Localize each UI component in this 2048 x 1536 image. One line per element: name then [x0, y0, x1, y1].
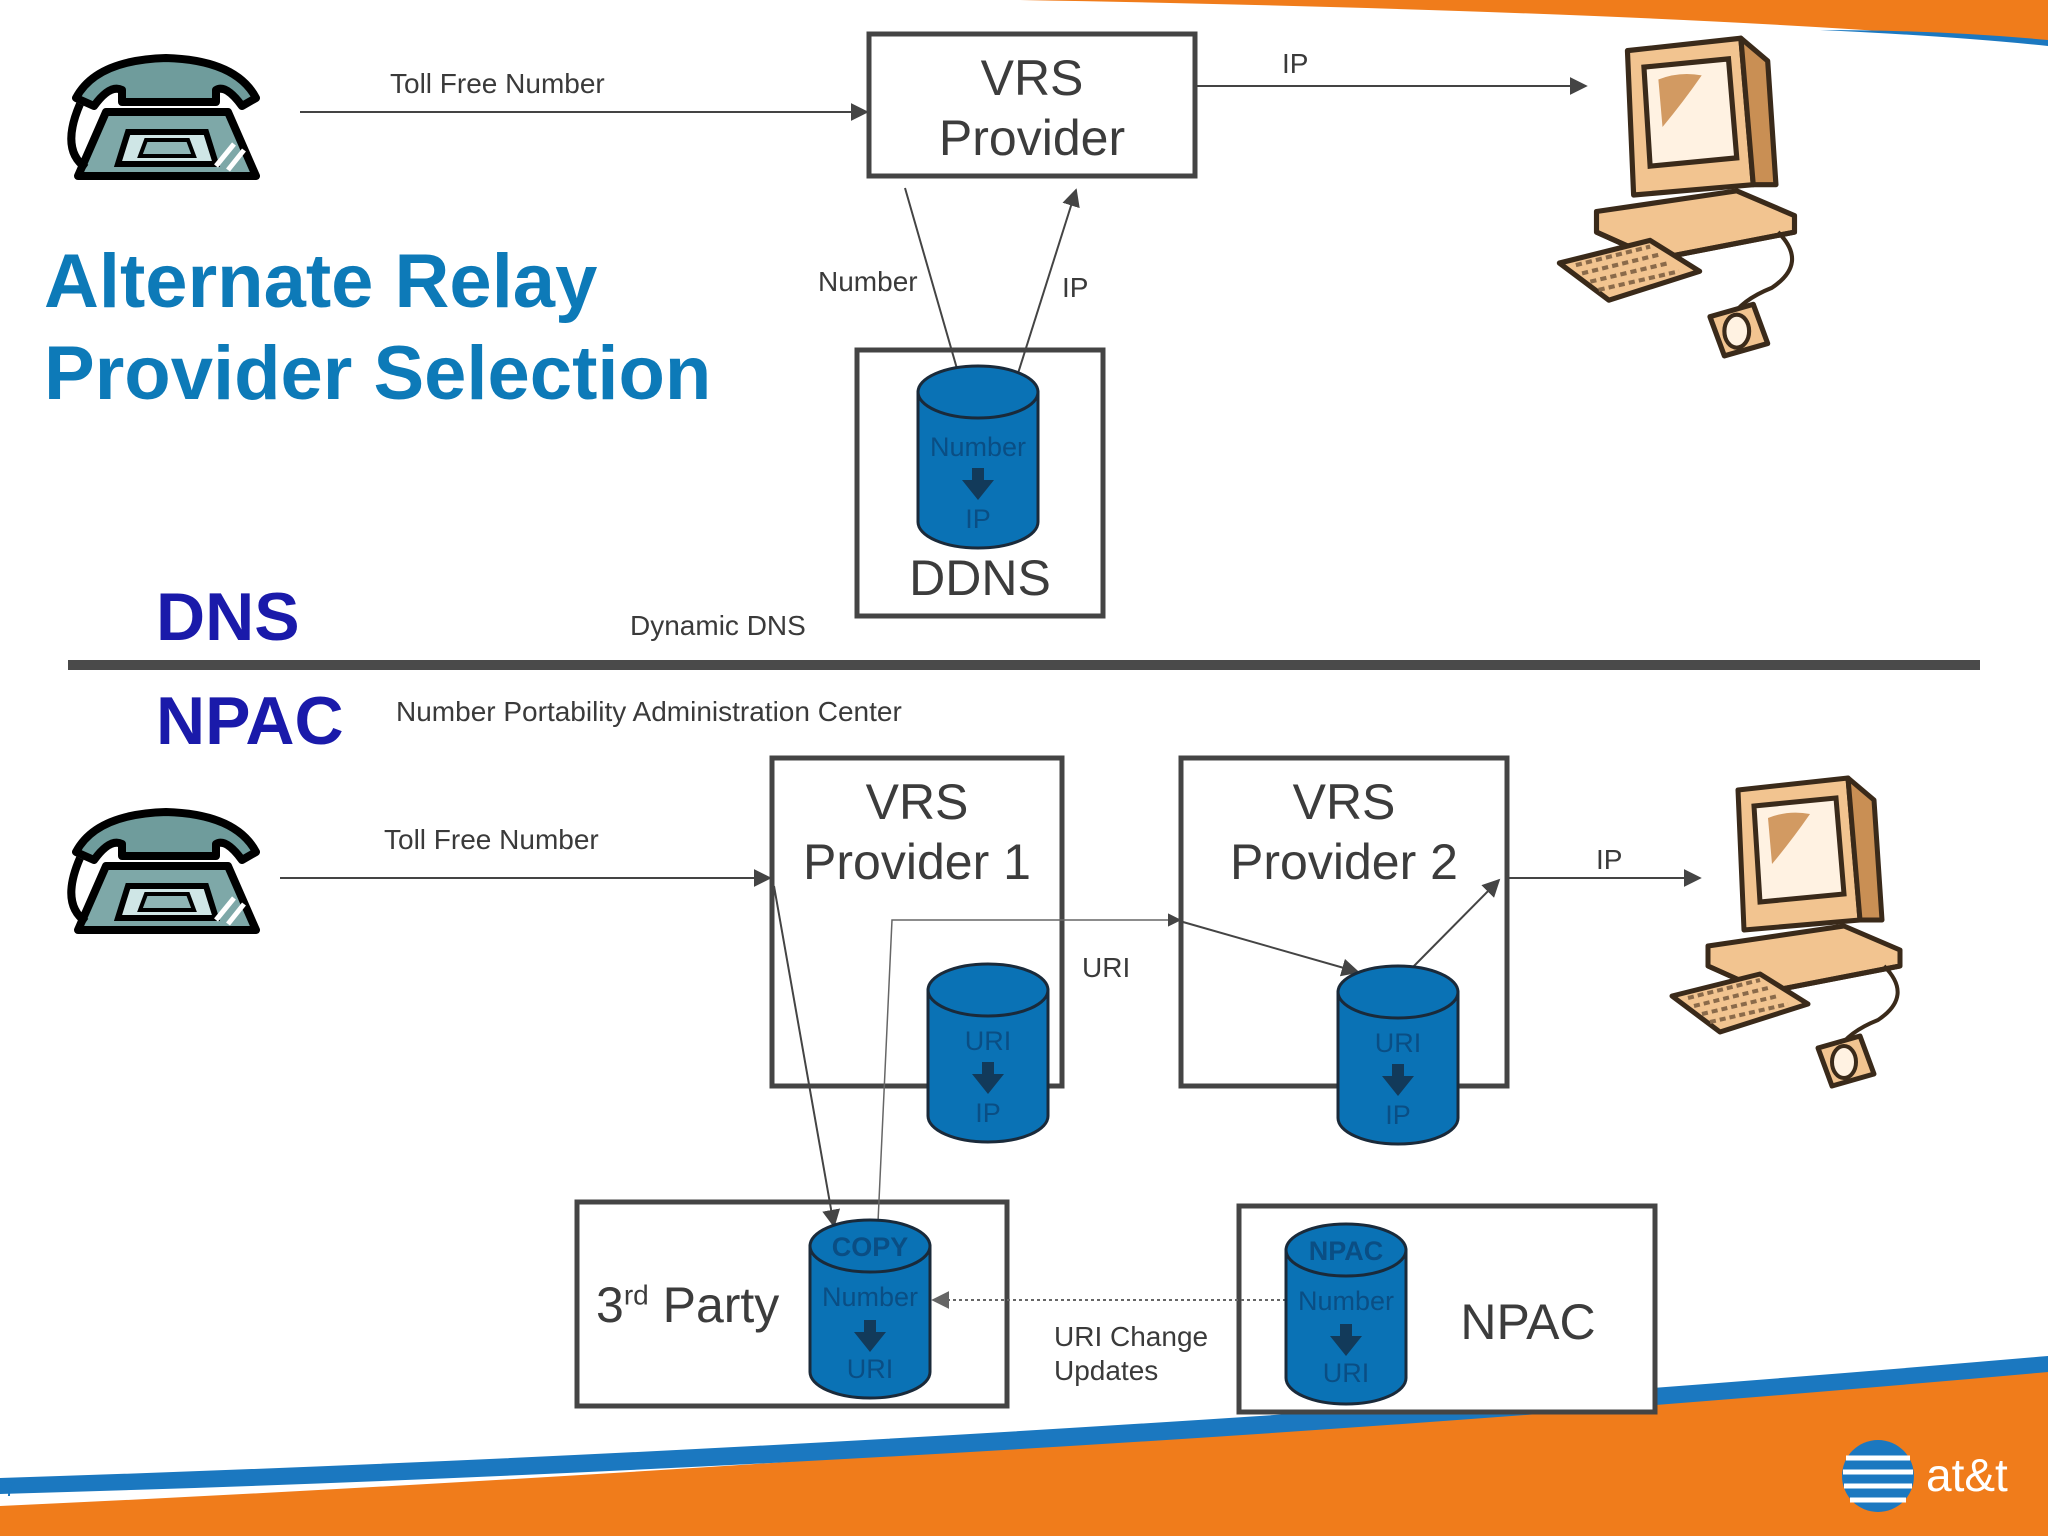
ddns-label: DDNS [909, 550, 1051, 606]
uri-to-db2-arrow [1182, 921, 1360, 977]
npac-database-cylinder [1284, 1222, 1408, 1406]
ddns-database-cylinder [916, 364, 1040, 550]
dynamic-dns-label: Dynamic DNS [630, 610, 806, 641]
page-title: Alternate Relay Provider Selection [44, 236, 711, 420]
title-line-1: Alternate Relay [44, 239, 598, 324]
ip-out-label-2: IP [1596, 844, 1623, 875]
ip-label: IP [1062, 272, 1089, 303]
vrs-provider-1-label: VRS Provider 1 [803, 774, 1031, 890]
bottom-blue-band [0, 1356, 2048, 1494]
npac-db-bottom-text: URI [1322, 1358, 1370, 1388]
top-blue-band [1820, 30, 2048, 46]
number-arrow [904, 187, 971, 402]
ip-return-arrow [1013, 188, 1080, 387]
npac-section-label: NPAC [156, 683, 344, 759]
title-line-2: Provider Selection [44, 331, 712, 416]
number-label: Number [818, 266, 918, 297]
npac-db-top-text: Number [1297, 1286, 1395, 1316]
copy-db-top-text: Number [821, 1282, 919, 1312]
copy-db-bottom-text: URI [846, 1354, 894, 1384]
vrs1-database-cylinder [926, 962, 1050, 1144]
vrs-provider-label: VRS Provider [938, 50, 1126, 166]
toll-free-label-2: Toll Free Number [384, 824, 599, 855]
uri-label: URI [1082, 952, 1131, 983]
db2-to-ip-arrow [1411, 878, 1501, 969]
phone-icon [71, 58, 256, 176]
vrs-provider-2-label: VRS Provider 2 [1230, 774, 1458, 890]
computer-icon [1559, 38, 1794, 356]
dns-section-label: DNS [156, 579, 300, 655]
top-orange-band [1020, 0, 2048, 44]
vrs1-db-top-text: URI [964, 1026, 1012, 1056]
ddns-db-bottom-text: IP [965, 504, 991, 534]
vrs2-database-cylinder [1336, 964, 1460, 1146]
computer-icon [1672, 778, 1900, 1086]
ip-out-label: IP [1282, 48, 1309, 79]
section-divider [68, 660, 1980, 670]
vrs1-db-bottom-text: IP [975, 1098, 1001, 1128]
uri-path-arrow [877, 913, 1182, 1223]
npac-subtitle: Number Portability Administration Center [396, 696, 902, 727]
phone-icon [71, 812, 256, 930]
copy-database-cylinder [808, 1218, 932, 1400]
vrs2-db-bottom-text: IP [1385, 1100, 1411, 1130]
copy-db-head-text: COPY [831, 1232, 909, 1262]
att-globe-logo [1842, 1440, 1914, 1512]
toll-free-label: Toll Free Number [390, 68, 605, 99]
vrs2-db-top-text: URI [1374, 1028, 1422, 1058]
third-party-label: 3rd Party [596, 1277, 780, 1333]
ddns-db-top-text: Number [929, 432, 1027, 462]
page-number: 7 [4, 1476, 17, 1501]
uri-change-updates-label: URI Change Updates [1054, 1321, 1209, 1386]
npac-db-head-text: NPAC [1308, 1236, 1384, 1266]
att-brand-text: at&t [1926, 1449, 2008, 1501]
npac-label: NPAC [1460, 1294, 1596, 1350]
vrs-provider-box [866, 31, 1198, 179]
lookup-arrow [773, 885, 841, 1228]
